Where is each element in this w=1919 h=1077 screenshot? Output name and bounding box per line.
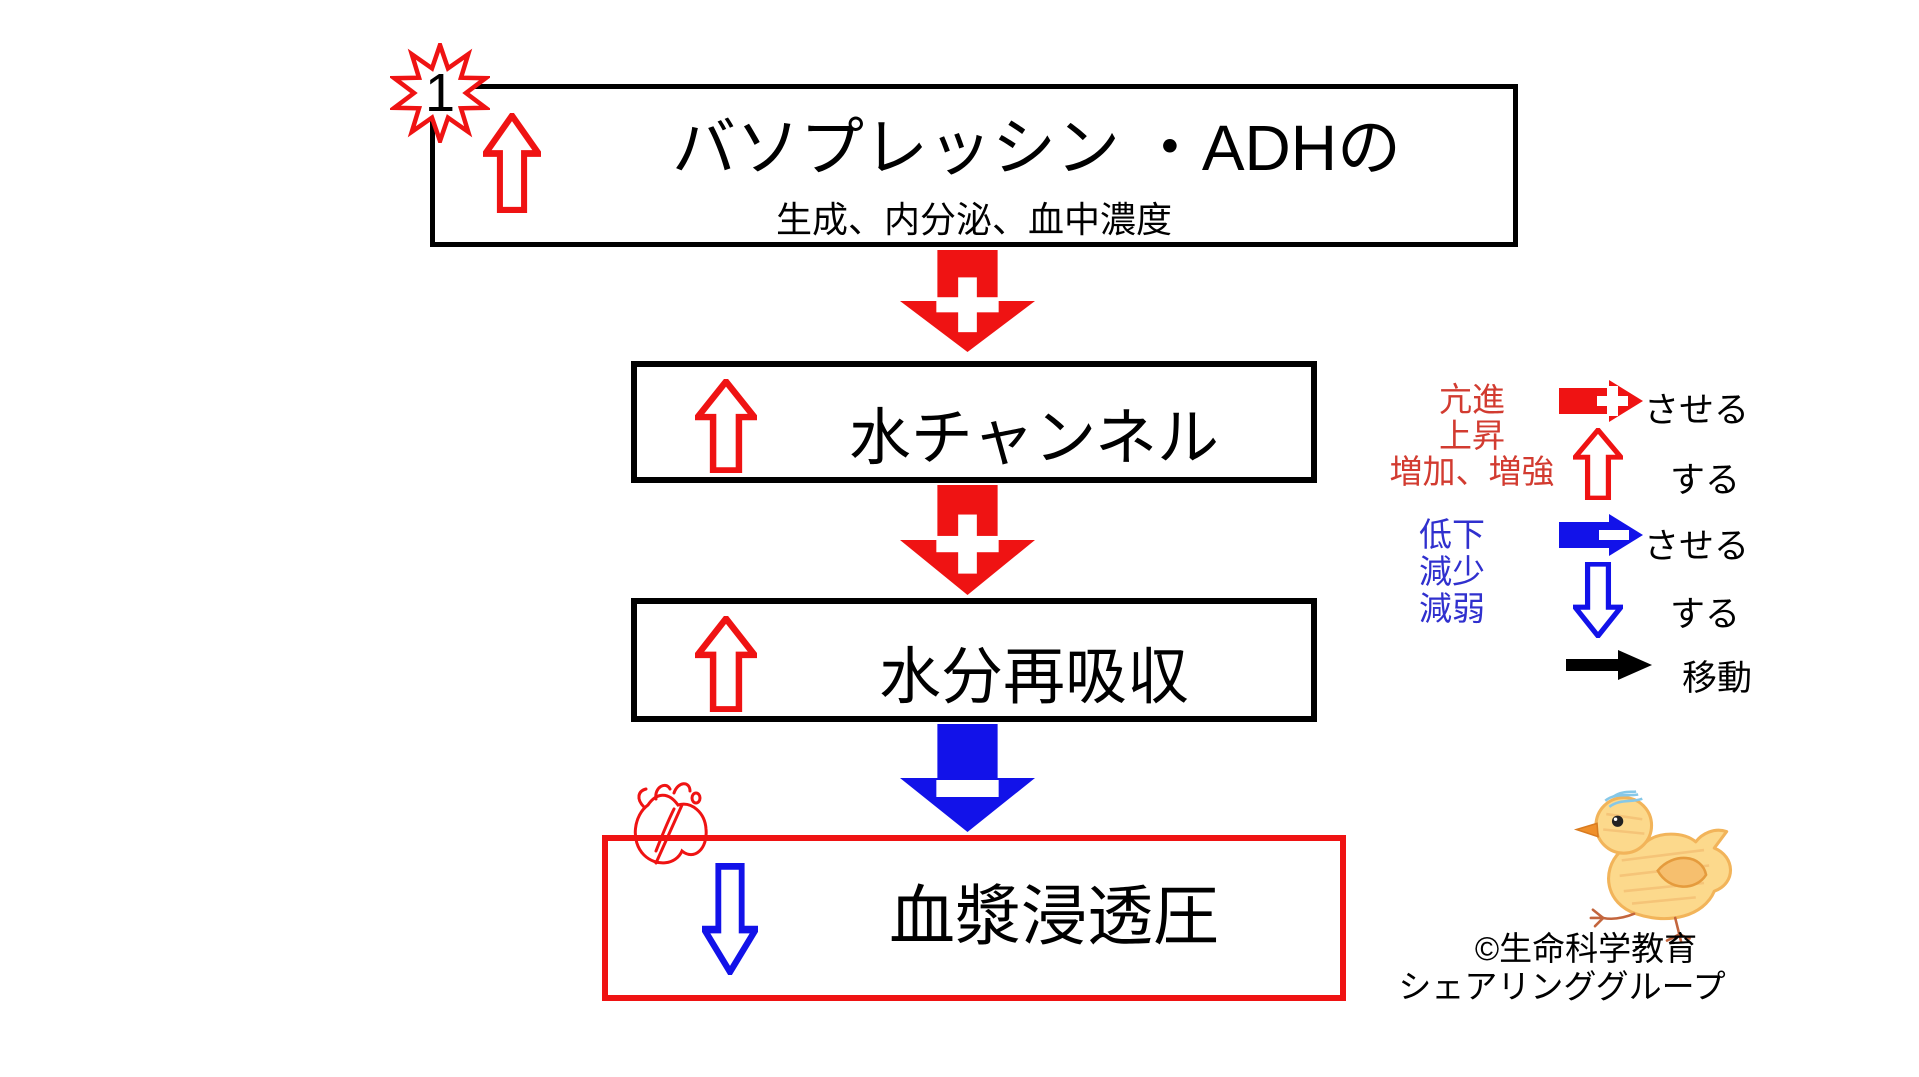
credit-line1: ©生命科学教育 xyxy=(1474,930,1698,967)
legend-do-increase-label: する xyxy=(1670,461,1741,500)
step-badge-number: 1 xyxy=(424,63,456,123)
legend-move-label: 移動 xyxy=(1682,659,1753,698)
legend-term: 低下 xyxy=(1419,516,1485,553)
decrease-down-arrow-icon xyxy=(1573,562,1623,638)
box-water-reabsorption: 水分再吸収 xyxy=(631,598,1317,722)
increase-up-arrow-icon xyxy=(1573,428,1623,500)
legend-increase-terms: 亢進 上昇 増加、増強 xyxy=(1372,382,1572,490)
box-plasma-osmotic-pressure-label: 血漿浸透圧 xyxy=(889,879,1219,953)
credit-line2: シェアリンググループ xyxy=(1398,968,1726,1005)
heart-doodle-icon xyxy=(633,782,708,865)
box-water-channel-label: 水チャンネル xyxy=(848,404,1220,473)
box-adh-subtitle: 生成、内分泌、血中濃度 xyxy=(775,199,1172,240)
increase-up-arrow-icon xyxy=(695,379,757,473)
decrease-down-arrow-icon xyxy=(702,863,758,975)
starburst-icon xyxy=(390,43,490,143)
increase-up-arrow-icon xyxy=(483,113,541,213)
box-plasma-osmotic-pressure: 血漿浸透圧 xyxy=(602,835,1346,1001)
legend-term: 亢進 xyxy=(1439,381,1505,418)
box-adh-title: バソプレッシン ・ADHの xyxy=(672,112,1401,184)
legend-cause-increase-label: させる xyxy=(1644,391,1750,430)
move-right-arrow-icon xyxy=(1566,650,1652,680)
box-water-channel: 水チャンネル xyxy=(631,361,1317,483)
cause-decrease-down-arrow-icon xyxy=(900,724,1035,832)
chick-doodle xyxy=(1573,790,1732,943)
step-badge: 1 xyxy=(390,43,490,143)
legend-term: 減少 xyxy=(1419,553,1485,590)
box-adh: バソプレッシン ・ADHの 生成、内分泌、血中濃度 xyxy=(430,84,1518,247)
cause-decrease-right-arrow-icon xyxy=(1559,514,1643,556)
cause-increase-down-arrow-icon xyxy=(900,485,1035,595)
cause-increase-right-arrow-icon xyxy=(1559,380,1643,422)
cause-increase-down-arrow-icon xyxy=(900,250,1035,352)
legend-do-decrease-label: する xyxy=(1670,595,1741,634)
legend-decrease-terms: 低下 減少 減弱 xyxy=(1372,516,1532,627)
credit: ©生命科学教育 シェアリンググループ xyxy=(1382,930,1742,1006)
legend-term: 増加、増強 xyxy=(1389,453,1555,490)
increase-up-arrow-icon xyxy=(695,616,757,712)
legend-term: 上昇 xyxy=(1439,417,1505,454)
box-water-reabsorption-label: 水分再吸収 xyxy=(878,643,1189,712)
legend-cause-decrease-label: させる xyxy=(1644,527,1750,566)
legend-term: 減弱 xyxy=(1419,590,1485,627)
